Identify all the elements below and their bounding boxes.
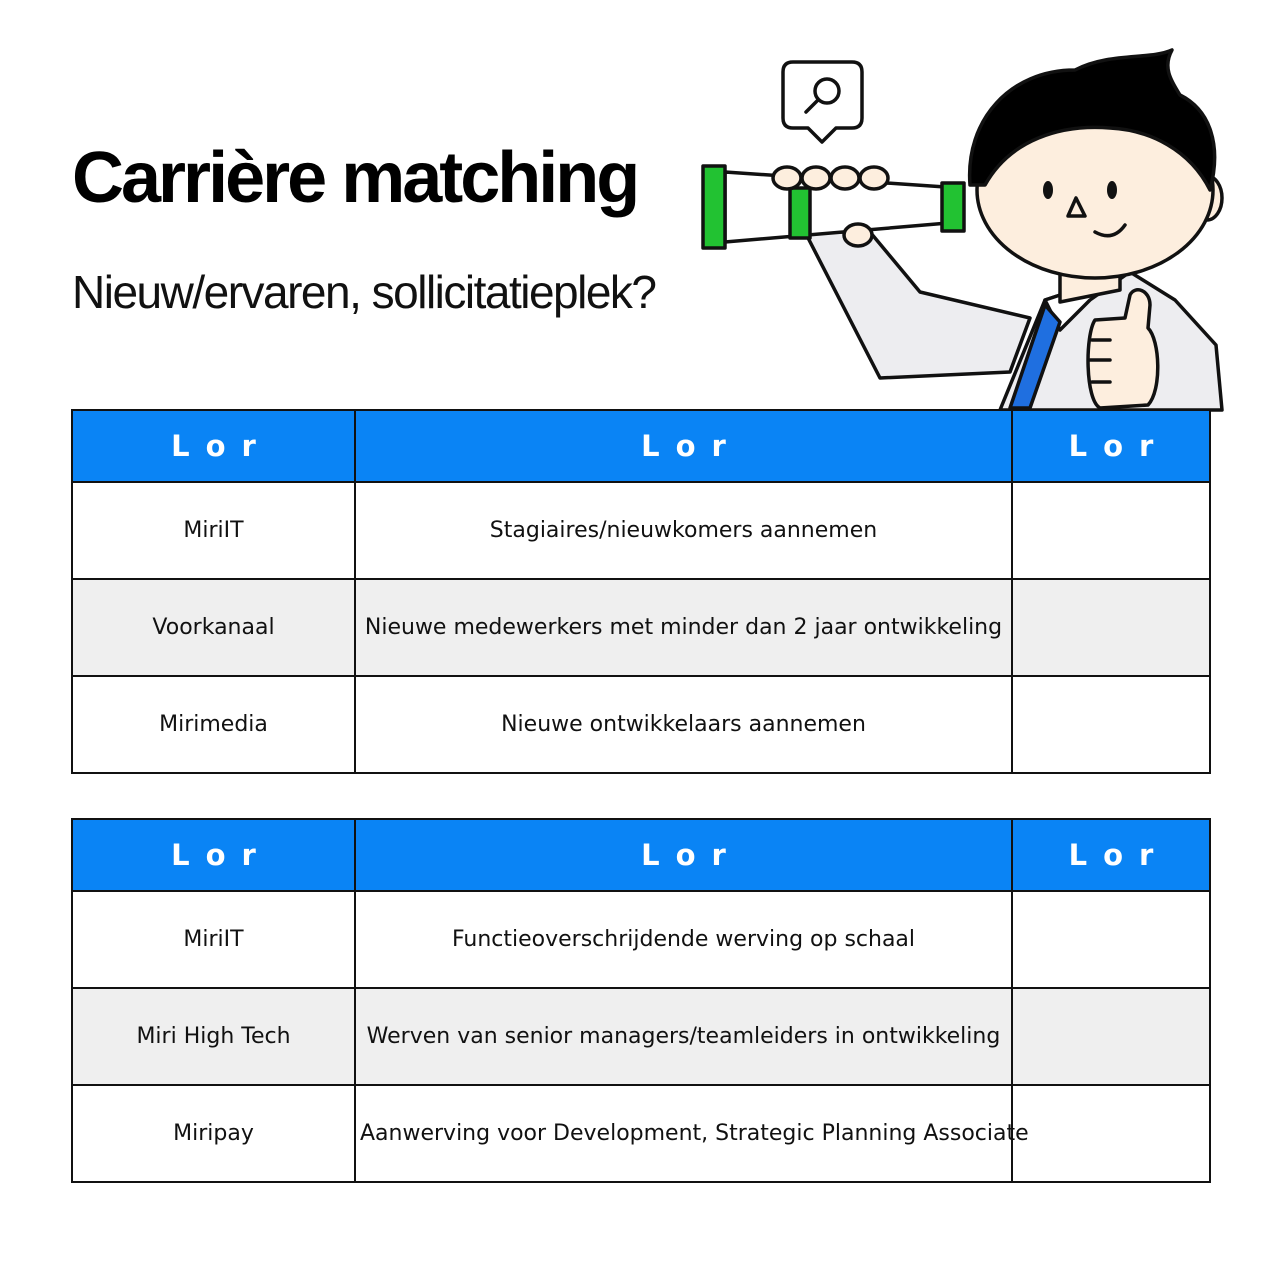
table-row: Mirimedia Nieuwe ontwikkelaars aannemen [71, 675, 1211, 774]
table-row: Miri High Tech Werven van senior manager… [71, 987, 1211, 1086]
company-cell: Miri High Tech [71, 987, 356, 1086]
recruitment-table-1: Lor Lor Lor MiriIT Stagiaires/nieuwkomer… [71, 409, 1211, 774]
description-cell: Stagiaires/nieuwkomers aannemen [354, 481, 1013, 580]
company-cell: Mirimedia [71, 675, 356, 774]
tie-icon [1008, 303, 1062, 410]
empty-cell [1011, 987, 1211, 1086]
column-header: Lor [71, 410, 356, 482]
empty-cell [1011, 481, 1211, 580]
company-cell: Miripay [71, 1084, 356, 1183]
empty-cell [1011, 1084, 1211, 1183]
thumbs-up-icon [1086, 288, 1160, 410]
empty-cell [1011, 675, 1211, 774]
description-cell: Nieuwe ontwikkelaars aannemen [354, 675, 1013, 774]
table-header-row: Lor Lor Lor [71, 819, 1211, 891]
businessman-illustration [701, 48, 1224, 412]
page-subtitle: Nieuw/ervaren, sollicitatieplek? [72, 266, 657, 318]
empty-cell [1011, 578, 1211, 677]
company-cell: Voorkanaal [71, 578, 356, 677]
page-title: Carrière matching [72, 138, 640, 218]
column-header: Lor [354, 819, 1013, 891]
table-row: Miripay Aanwerving voor Development, Str… [71, 1084, 1211, 1183]
column-header: Lor [1011, 410, 1211, 482]
table-row: MiriIT Functieoverschrijdende werving op… [71, 890, 1211, 989]
recruitment-table-2: Lor Lor Lor MiriIT Functieoverschrijdend… [71, 818, 1211, 1183]
column-header: Lor [71, 819, 356, 891]
column-header: Lor [354, 410, 1013, 482]
binoculars-icon [701, 164, 966, 250]
column-header: Lor [1011, 819, 1211, 891]
company-cell: MiriIT [71, 481, 356, 580]
table-row: Voorkanaal Nieuwe medewerkers met minder… [71, 578, 1211, 677]
table-header-row: Lor Lor Lor [71, 410, 1211, 482]
description-cell: Functieoverschrijdende werving op schaal [354, 890, 1013, 989]
description-cell: Nieuwe medewerkers met minder dan 2 jaar… [354, 578, 1013, 677]
table-row: MiriIT Stagiaires/nieuwkomers aannemen [71, 481, 1211, 580]
empty-cell [1011, 890, 1211, 989]
search-icon [781, 60, 864, 144]
description-cell: Aanwerving voor Development, Strategic P… [354, 1084, 1029, 1183]
company-cell: MiriIT [71, 890, 356, 989]
description-cell: Werven van senior managers/teamleiders i… [354, 987, 1013, 1086]
